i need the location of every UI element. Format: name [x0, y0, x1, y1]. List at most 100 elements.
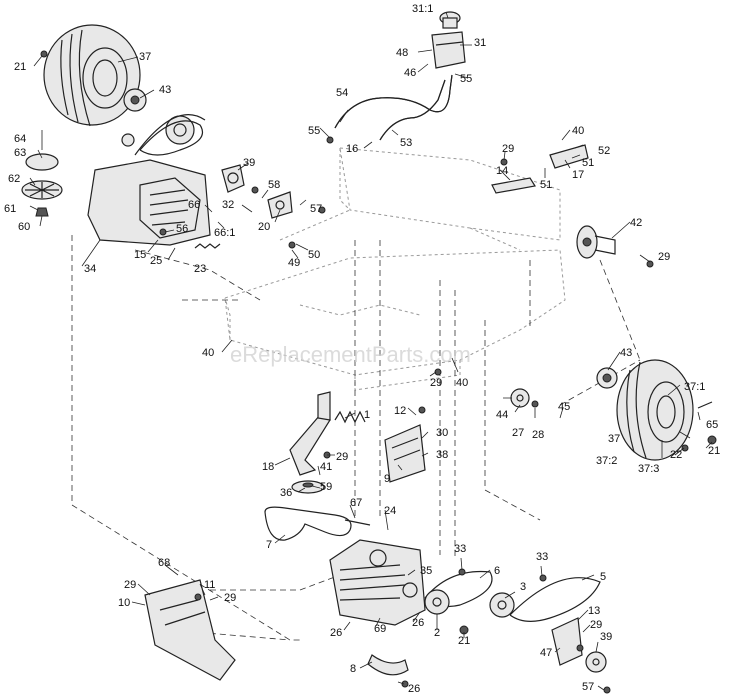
- callout-43: 43: [159, 84, 171, 96]
- callout-62: 62: [8, 173, 20, 185]
- callout-44: 44: [496, 409, 508, 421]
- callout-57: 57: [310, 203, 322, 215]
- callout-24: 24: [384, 505, 396, 517]
- callout-66-1: 66:1: [214, 227, 235, 239]
- assembly-guide-lines: [71, 235, 641, 641]
- callout-32: 32: [222, 199, 234, 211]
- valve-65: [697, 401, 713, 409]
- pulley-36: [291, 480, 325, 494]
- callout-53: 53: [400, 137, 412, 149]
- callout-41: 41: [320, 461, 332, 473]
- callout-46: 46: [404, 67, 416, 79]
- callout-29: 29: [502, 143, 514, 155]
- callout-40-c: 40: [456, 377, 468, 389]
- callout-2: 2: [434, 627, 440, 639]
- callout-49: 49: [288, 257, 300, 269]
- callout-51-b: 51: [582, 157, 594, 169]
- callout-29-d: 29: [336, 451, 348, 463]
- callout-25: 25: [150, 255, 162, 267]
- callout-35: 35: [420, 565, 432, 577]
- spring-23: [194, 243, 221, 249]
- callout-55: 55: [460, 73, 472, 85]
- callout-21-b: 21: [708, 445, 720, 457]
- callout-6: 6: [494, 565, 500, 577]
- callout-54: 54: [336, 87, 348, 99]
- callout-69: 69: [374, 623, 386, 635]
- tire-left: [43, 24, 141, 127]
- chassis-frame: [224, 147, 566, 391]
- callout-29-g: 29: [590, 619, 602, 631]
- callout-11: 11: [204, 579, 215, 591]
- callout-51: 51: [540, 179, 552, 191]
- callout-37: 37: [139, 51, 151, 63]
- callout-55-b: 55: [308, 125, 320, 137]
- reservoir-31: [431, 11, 466, 69]
- idler-arm-18: [289, 391, 331, 476]
- callout-22: 22: [670, 449, 682, 461]
- callout-26-b: 26: [412, 617, 424, 629]
- fasteners: [40, 50, 717, 694]
- callout-29-f: 29: [224, 592, 236, 604]
- callout-38: 38: [436, 449, 448, 461]
- transmission-left: [87, 115, 211, 246]
- callout-9: 9: [384, 473, 390, 485]
- chain-5: [509, 577, 601, 622]
- callout-5: 5: [600, 571, 606, 583]
- callout-37-1: 37:1: [684, 381, 705, 393]
- callout-27: 27: [512, 427, 524, 439]
- callout-26: 26: [330, 627, 342, 639]
- transmission-right: [329, 539, 426, 626]
- callout-64: 64: [14, 133, 26, 145]
- callout-21-c: 21: [458, 635, 470, 647]
- callout-37-2: 37:2: [596, 455, 617, 467]
- callout-59: 59: [320, 481, 332, 493]
- callout-14: 14: [496, 165, 508, 177]
- hose-54-53: [334, 74, 453, 141]
- callout-3: 3: [520, 581, 526, 593]
- callout-33: 33: [454, 543, 466, 555]
- callout-65: 65: [706, 419, 718, 431]
- callout-68: 68: [158, 557, 170, 569]
- callout-31: 31: [474, 37, 486, 49]
- callout-7: 7: [266, 539, 272, 551]
- callout-29-e: 29: [124, 579, 136, 591]
- callout-18: 18: [262, 461, 274, 473]
- callout-31-1: 31:1: [412, 3, 433, 15]
- callout-36: 36: [280, 487, 292, 499]
- belt-7: [264, 506, 352, 541]
- tire-right: [616, 359, 694, 461]
- callout-61: 61: [4, 203, 16, 215]
- callout-56: 56: [176, 223, 188, 235]
- callout-33-b: 33: [536, 551, 548, 563]
- callout-8: 8: [350, 663, 356, 675]
- callout-42: 42: [630, 217, 642, 229]
- callout-21: 21: [14, 61, 26, 73]
- callout-63: 63: [14, 147, 26, 159]
- callout-39: 39: [243, 157, 255, 169]
- callout-37-3: 37:3: [638, 463, 659, 475]
- callout-67: 67: [350, 497, 362, 509]
- callout-13: 13: [588, 605, 600, 617]
- bracket-39-top: [221, 164, 245, 193]
- hub-left: [123, 88, 147, 112]
- sprocket-2: [424, 589, 450, 615]
- bracket-20: [267, 191, 293, 219]
- callout-47: 47: [540, 647, 552, 659]
- callout-52: 52: [598, 145, 610, 157]
- callout-58: 58: [268, 179, 280, 191]
- callout-37-b: 37: [608, 433, 620, 445]
- callout-66: 66: [188, 199, 200, 211]
- callout-48: 48: [396, 47, 408, 59]
- callout-57-b: 57: [582, 681, 594, 693]
- callout-43-b: 43: [620, 347, 632, 359]
- sprocket-3: [489, 592, 515, 618]
- callout-10: 10: [118, 597, 130, 609]
- callout-34: 34: [84, 263, 96, 275]
- callout-29-b: 29: [658, 251, 670, 263]
- fan-pulley-left: [21, 130, 63, 217]
- callout-16: 16: [346, 143, 358, 155]
- callout-45: 45: [558, 401, 570, 413]
- callout-23: 23: [194, 263, 206, 275]
- callout-12: 12: [394, 405, 406, 417]
